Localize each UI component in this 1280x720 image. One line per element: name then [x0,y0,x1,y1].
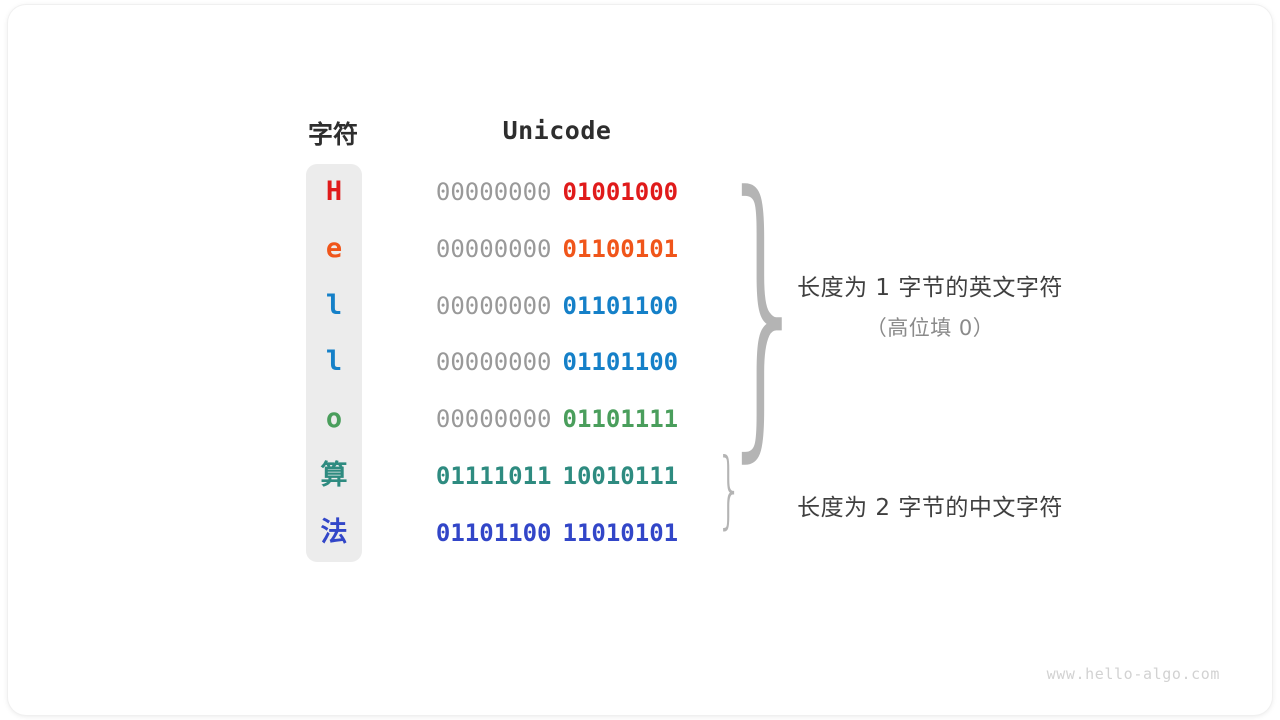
high-byte: 01101100 [435,518,552,547]
character-cell: l [325,289,343,321]
unicode-binary-row: 00000000 01001000 [407,172,707,212]
low-byte: 11010101 [562,518,679,547]
character-cell: H [325,176,343,207]
unicode-binary-row: 00000000 01100101 [407,229,707,269]
brace-two-byte-group: } [716,440,743,538]
low-byte: 10010111 [562,462,679,490]
high-byte: 01111011 [435,462,552,490]
annotation-one-byte-main: 长度为 1 字节的英文字符 [797,275,1063,301]
annotation-one-byte-sub: （高位填 0） [865,316,995,340]
character-column-background [306,164,362,562]
unicode-binary-row: 01101100 11010101 [407,513,707,553]
low-byte: 01101100 [562,291,679,320]
brace-one-byte-group: } [716,132,814,487]
high-byte: 00000000 [435,234,552,263]
unicode-binary-row: 00000000 01101100 [407,342,707,382]
character-cell: 算 [320,460,348,491]
low-byte: 01101100 [562,348,679,377]
header-character: 字符 [307,121,358,149]
high-byte: 00000000 [435,348,552,377]
high-byte: 00000000 [435,178,552,206]
low-byte: 01001000 [562,178,679,206]
annotation-two-byte: 长度为 2 字节的中文字符 [720,488,1140,522]
high-byte: 00000000 [435,405,552,434]
unicode-binary-row: 00000000 01101100 [407,286,707,326]
unicode-binary-row: 00000000 01101111 [407,399,707,439]
diagram-card [8,5,1272,715]
character-cell: o [325,403,343,435]
annotation-two-byte-main: 长度为 2 字节的中文字符 [797,495,1063,521]
character-cell: e [325,232,343,264]
character-cell: l [325,346,343,378]
low-byte: 01101111 [562,405,679,434]
unicode-binary-row: 01111011 10010111 [407,456,707,496]
annotation-one-byte: 长度为 1 字节的英文字符 （高位填 0） [720,268,1140,342]
high-byte: 00000000 [435,291,552,320]
watermark: www.hello-algo.com [1046,665,1220,683]
header-unicode: Unicode [502,116,612,145]
character-cell: 法 [320,516,348,548]
low-byte: 01100101 [562,234,679,263]
